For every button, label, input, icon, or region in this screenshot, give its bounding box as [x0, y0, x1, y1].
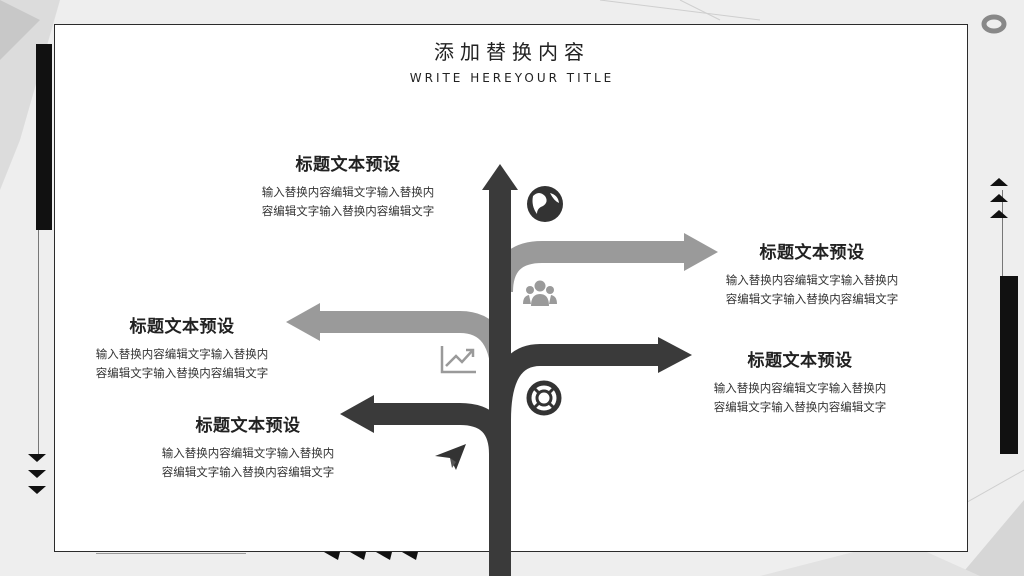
arrow-left-light-head	[286, 303, 320, 341]
block-body-line: 容编辑文字输入替换内容编辑文字	[95, 366, 269, 380]
lifebuoy-icon	[526, 380, 562, 416]
block-body-line: 输入替换内容编辑文字输入替换内	[261, 185, 435, 199]
line-chart-icon	[440, 346, 476, 374]
block-body-line: 容编辑文字输入替换内容编辑文字	[161, 465, 335, 479]
block-heading: 标题文本预设	[759, 243, 865, 263]
text-block-top-left: 标题文本预设 输入替换内容编辑文字输入替换内 容编辑文字输入替换内容编辑文字	[238, 150, 458, 221]
text-block-middle-left: 标题文本预设 输入替换内容编辑文字输入替换内 容编辑文字输入替换内容编辑文字	[72, 312, 292, 383]
block-heading: 标题文本预设	[129, 317, 235, 337]
text-block-top-right: 标题文本预设 输入替换内容编辑文字输入替换内 容编辑文字输入替换内容编辑文字	[702, 238, 922, 309]
block-body-line: 输入替换内容编辑文字输入替换内	[95, 347, 269, 361]
bottom-gray-line	[96, 553, 246, 554]
left-black-bar	[36, 44, 52, 230]
left-triangles-decoration	[28, 454, 46, 494]
arrow-right-dark-head	[658, 337, 692, 373]
block-heading: 标题文本预设	[195, 416, 301, 436]
bottom-triangles-decoration	[324, 552, 418, 560]
right-black-bar	[1000, 276, 1018, 454]
arrow-left-dark-head	[340, 395, 374, 433]
block-heading: 标题文本预设	[295, 155, 401, 175]
ring-decoration	[981, 14, 1007, 34]
page-title: 添加替换内容	[434, 40, 590, 64]
text-block-middle-right: 标题文本预设 输入替换内容编辑文字输入替换内 容编辑文字输入替换内容编辑文字	[690, 346, 910, 417]
paper-plane-icon	[435, 444, 466, 470]
page-subtitle: WRITE HEREYOUR TITLE	[409, 71, 615, 85]
arrow-right-light	[491, 241, 686, 293]
block-heading: 标题文本预设	[747, 351, 853, 371]
group-icon	[523, 280, 557, 306]
right-thin-line	[1002, 190, 1003, 276]
block-body-line: 容编辑文字输入替换内容编辑文字	[713, 400, 887, 414]
arrow-right-dark	[489, 344, 660, 421]
block-body-line: 容编辑文字输入替换内容编辑文字	[725, 292, 899, 306]
left-thin-line	[38, 230, 39, 460]
right-triangles-decoration	[990, 178, 1008, 218]
block-body-line: 输入替换内容编辑文字输入替换内	[161, 446, 335, 460]
block-body-line: 输入替换内容编辑文字输入替换内	[725, 273, 899, 287]
arrow-left-dark	[372, 403, 511, 576]
block-body-line: 输入替换内容编辑文字输入替换内	[713, 381, 887, 395]
block-body-line: 容编辑文字输入替换内容编辑文字	[261, 204, 435, 218]
globe-icon	[527, 186, 563, 222]
arrow-up-dark-head	[482, 164, 518, 190]
arrow-right-light-head	[684, 233, 718, 271]
text-block-bottom-left: 标题文本预设 输入替换内容编辑文字输入替换内 容编辑文字输入替换内容编辑文字	[138, 411, 358, 482]
